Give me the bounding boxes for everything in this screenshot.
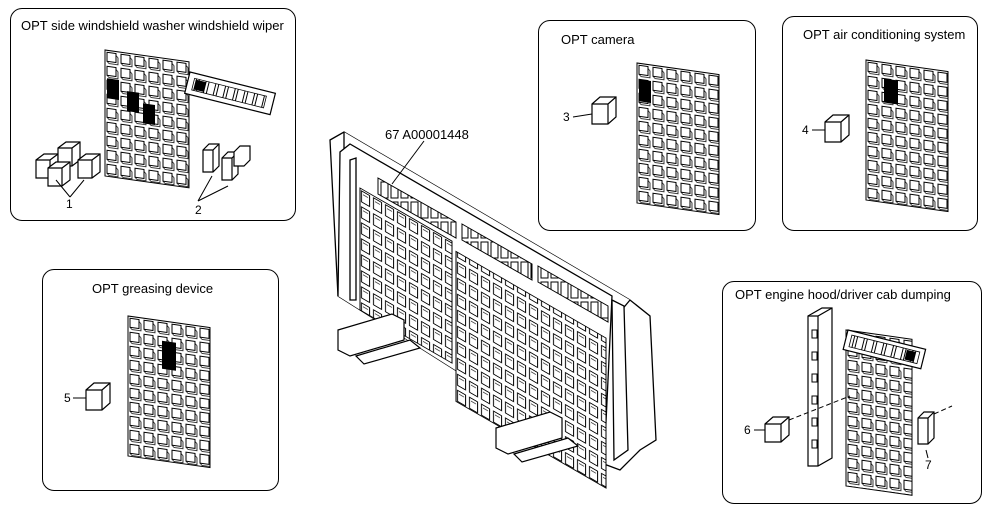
main-fuse-strips xyxy=(377,177,609,323)
fuse-strip-engine-hood xyxy=(842,329,927,370)
panel-title-greasing: OPT greasing device xyxy=(92,281,214,296)
fuse-grid-engine-hood xyxy=(845,329,913,496)
fuse-grid-air-conditioning xyxy=(865,59,949,213)
callout-6: 6 xyxy=(744,423,751,437)
fuse-grid-washer xyxy=(104,49,190,189)
fuse-grid-greasing xyxy=(127,315,211,469)
panel-title-air-conditioning: OPT air conditioning system xyxy=(803,27,966,42)
panel-title-engine-hood: OPT engine hood/driver cab dumping xyxy=(735,287,951,302)
main-feet xyxy=(337,313,580,463)
panel-title-washer-wiper: OPT side windshield washer windshield wi… xyxy=(21,18,284,33)
fuse-grid-camera xyxy=(636,62,720,216)
callout-3: 3 xyxy=(563,110,570,124)
main-part-label: 67 A00001448 xyxy=(385,127,469,142)
relay-item-4 xyxy=(824,114,850,143)
relay-item-6 xyxy=(764,416,790,443)
callout-1: 1 xyxy=(66,197,73,211)
callout-4: 4 xyxy=(802,123,809,137)
fuse-strip-washer xyxy=(183,71,277,116)
bracket-holes xyxy=(811,329,818,449)
callout-7: 7 xyxy=(925,458,932,472)
callout-5: 5 xyxy=(64,391,71,405)
relay-item-5 xyxy=(85,382,111,411)
callout-2: 2 xyxy=(195,203,202,217)
fuses-item-2 xyxy=(202,143,251,181)
relay-item-3 xyxy=(591,96,617,125)
fuse-item-7 xyxy=(917,411,935,445)
panel-title-camera: OPT camera xyxy=(561,32,635,47)
relays-item-1 xyxy=(35,141,101,187)
